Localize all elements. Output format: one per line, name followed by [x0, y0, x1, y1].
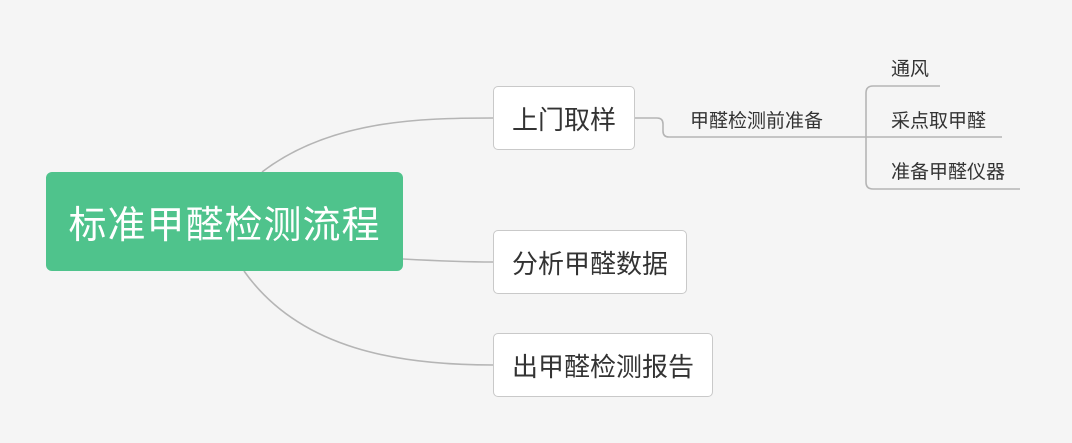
connector-root-to-branch-2: [243, 270, 494, 366]
subtopic-preparation[interactable]: 甲醛检测前准备: [690, 110, 824, 132]
connector-sub-0-to-leaf-2: [865, 137, 1020, 190]
connector-sub-0-to-leaf-0: [865, 85, 940, 137]
leaf-ventilation[interactable]: 通风: [891, 58, 930, 80]
leaf-prepare-instrument[interactable]: 准备甲醛仪器: [891, 161, 1006, 183]
branch-node-sampling[interactable]: 上门取样: [493, 86, 635, 150]
connector-root-to-branch-0: [261, 117, 494, 173]
branch-label: 上门取样: [511, 105, 616, 136]
root-label: 标准甲醛检测流程: [68, 203, 381, 247]
branch-label: 出甲醛检测报告: [511, 352, 694, 383]
branch-label: 分析甲醛数据: [511, 249, 668, 280]
connector-branch-0-to-sub-0: [635, 117, 835, 138]
branch-node-report[interactable]: 出甲醛检测报告: [493, 333, 713, 397]
root-node[interactable]: 标准甲醛检测流程: [46, 172, 403, 271]
connector-root-to-branch-1: [402, 258, 494, 263]
branch-node-analysis[interactable]: 分析甲醛数据: [493, 230, 687, 294]
leaf-sampling-points[interactable]: 采点取甲醛: [891, 110, 987, 132]
